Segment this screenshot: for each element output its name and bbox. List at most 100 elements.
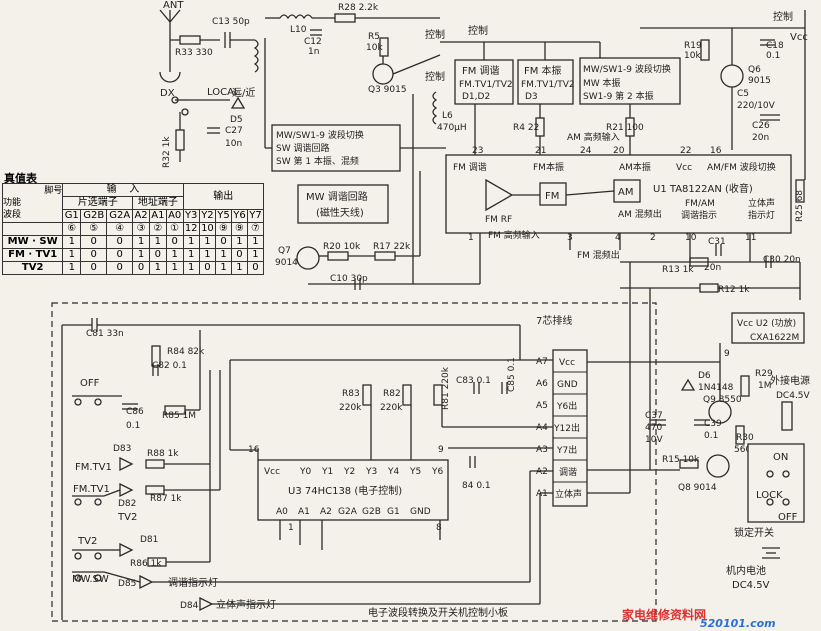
truth-cell: 0: [80, 235, 108, 249]
truth-header-output: 输出: [182, 183, 265, 210]
u2-line-1: Vcc U2 (功放): [737, 317, 796, 329]
u3-pin-1: 1: [288, 523, 294, 533]
off-button[interactable]: [72, 395, 104, 406]
fm-am-label: FM/AM: [685, 199, 715, 209]
ant-label: ANT: [163, 0, 184, 11]
truth-band: FM · TV1: [1, 248, 64, 262]
r21-label: R21 100: [606, 123, 644, 133]
lock-off-position[interactable]: [766, 498, 790, 506]
l6-inductor: [432, 91, 438, 125]
watermark-en: 520101.com: [700, 617, 776, 630]
q8-label: Q8 9014: [678, 483, 717, 493]
truth-header-input: 输 入: [62, 183, 184, 197]
truth-pinno: ②: [148, 222, 167, 236]
u3-bot-2: A2: [320, 507, 332, 517]
fm-tv1-label-a: FM.TV1: [75, 462, 112, 473]
u3-top-0: Vcc: [264, 467, 280, 477]
conn-a3: A3: [536, 445, 548, 455]
control-board-outline: [51, 302, 657, 622]
watermark-cn: 家电维修资料网: [622, 608, 707, 622]
truth-header-address: 地址端子: [132, 196, 184, 210]
truth-cell: 1: [182, 261, 200, 275]
antenna-coil: [253, 39, 259, 73]
truth-table-title: 真值表: [4, 172, 37, 185]
mw-sw-switch-line-3: SW1-9 第 2 本振: [583, 90, 654, 102]
r82-resistor: [402, 384, 412, 406]
d84-led: [199, 596, 214, 612]
tv2-button[interactable]: [72, 549, 104, 560]
r84-label: R84 82k: [167, 347, 205, 357]
u3-top-4: Y3: [365, 467, 377, 477]
pin-22: 22: [680, 146, 691, 156]
truth-cell: 0: [148, 248, 167, 262]
pin-1: 1: [468, 233, 474, 243]
truth-pinno: 12: [182, 222, 200, 236]
conn-a2: A2: [536, 467, 548, 477]
ext-power-label: 外接电源: [770, 374, 810, 387]
r30-label: R30: [736, 433, 754, 443]
c81-label: C81 33n: [86, 329, 124, 339]
truth-col-y5: Y5: [215, 209, 233, 223]
fm-tv1-button[interactable]: [72, 495, 104, 506]
r19-label: R19: [684, 41, 702, 51]
battery-voltage: DC4.5V: [732, 580, 770, 591]
u3-name: U3 74HC138 (电子控制): [288, 484, 402, 497]
pin-4: 4: [615, 233, 621, 243]
u3-top-6: Y5: [409, 467, 421, 477]
yuanjin-label: 远/近: [232, 86, 255, 99]
c86-value: 0.1: [126, 421, 140, 431]
mw-sw-loop-block: [271, 124, 401, 172]
ext-power-jack[interactable]: [781, 401, 793, 431]
lock-label: LOCK: [756, 490, 783, 501]
fm-tune-block: [454, 59, 514, 105]
d84-label: D84: [180, 601, 199, 611]
mw-sw-button[interactable]: [72, 571, 104, 582]
truth-cell: 1: [62, 248, 82, 262]
r33-resistor: [179, 35, 201, 45]
u3-bot-1: A1: [298, 507, 310, 517]
truth-cell: 1: [165, 261, 184, 275]
mw-sw-button-label: MW.SW: [72, 574, 109, 585]
truth-cell: 1: [132, 248, 150, 262]
d83-led: [119, 456, 134, 472]
lock-on-position[interactable]: [766, 470, 790, 478]
truth-cell: 0: [246, 261, 265, 275]
truth-pinno: ⑨: [215, 222, 233, 236]
conn-a5: A5: [536, 401, 548, 411]
truth-cell: 0: [80, 248, 108, 262]
d81-label: D81: [140, 535, 158, 545]
u3-top-7: Y6: [431, 467, 443, 477]
c37-unit: 10V: [645, 435, 663, 445]
truth-cell: 0: [215, 235, 233, 249]
mw-loop-block: [297, 184, 389, 224]
truth-cell: 1: [198, 248, 217, 262]
truth-col-a1: A1: [148, 209, 167, 223]
fm-mix-out-label: FM 混频出: [577, 249, 620, 261]
antenna: ANT: [159, 0, 184, 40]
r29-resistor: [740, 375, 750, 397]
fm-tune-line-3: D1,D2: [462, 92, 490, 102]
truth-header-func: 功能: [3, 198, 22, 208]
kongzhi-label-2: 控制: [425, 70, 445, 83]
truth-cell: 1: [132, 235, 150, 249]
fm-rf-amp: [485, 178, 514, 212]
tv2-label-b: TV2: [77, 536, 97, 547]
r28-label: R28 2.2k: [338, 3, 379, 13]
c27-value: 10n: [225, 139, 242, 149]
truth-band: TV2: [1, 261, 64, 275]
r25-label: R25 68: [795, 190, 805, 222]
c5-value: 220/10V: [737, 101, 776, 111]
u3-pin-9: 9: [438, 445, 444, 455]
connector-pins: [553, 371, 587, 483]
fm-osc-line-2: FM.TV1/TV2: [521, 80, 575, 90]
d5-label: D5: [230, 115, 243, 125]
d83-label: D83: [113, 444, 131, 454]
kongzhi-label-3: 控制: [468, 24, 488, 37]
q9-label: Q9 8550: [703, 395, 742, 405]
conn-a4: A4: [536, 423, 548, 433]
r20-label: R20 10k: [323, 242, 361, 252]
r4-label: R4 22: [513, 123, 539, 133]
mw-loop-line-1: MW 调谐回路: [306, 190, 368, 203]
